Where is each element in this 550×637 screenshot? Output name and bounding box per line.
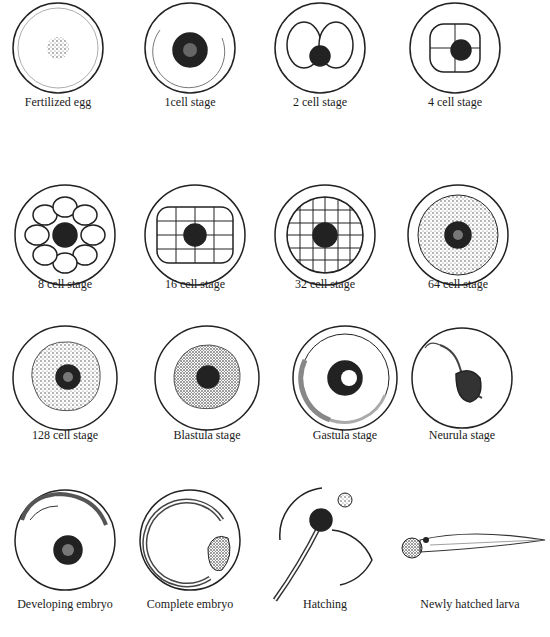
stage-caption: Developing embryo (17, 597, 113, 611)
stage-caption: 8 cell stage (38, 277, 92, 291)
stage-caption: 4 cell stage (428, 95, 482, 109)
stage-caption: Hatching (303, 597, 347, 611)
stage-caption: Neurula stage (429, 428, 495, 442)
stage-caption: 1cell stage (165, 95, 216, 109)
stage-caption: 128 cell stage (32, 428, 98, 442)
stage-caption: Complete embryo (147, 597, 233, 611)
stage-caption: 32 cell stage (295, 277, 355, 291)
stage-caption: Fertilized egg (25, 95, 91, 109)
stage-caption: Newly hatched larva (420, 597, 519, 611)
stage-caption: 16 cell stage (165, 277, 225, 291)
stage-caption: 64 cell stage (428, 277, 488, 291)
stage-caption: 2 cell stage (293, 95, 347, 109)
stage-caption: Gastula stage (313, 428, 377, 442)
stage-caption: Blastula stage (174, 428, 241, 442)
